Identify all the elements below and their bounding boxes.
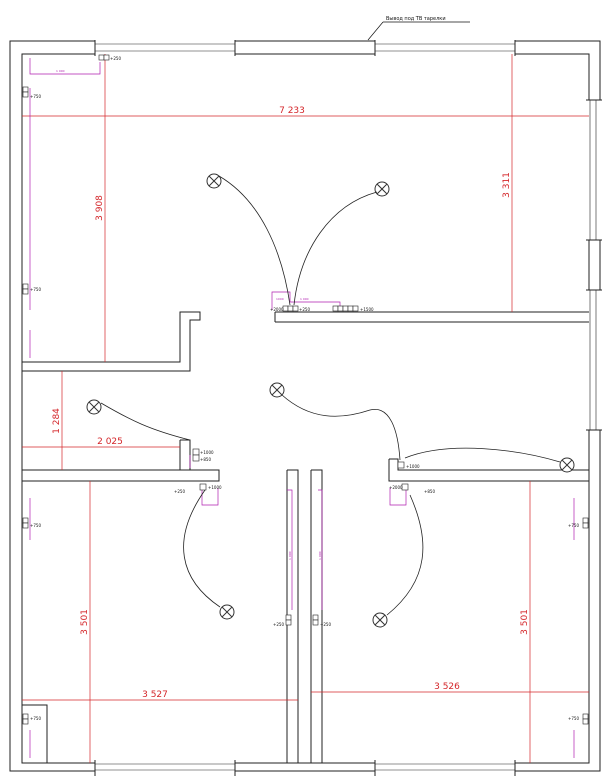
header-leader: Вывод под ТВ тарелки: [367, 16, 470, 41]
socket-block: [582, 713, 589, 725]
switch-box: [401, 483, 409, 491]
dim-height-left-upper: 3 908: [95, 195, 105, 221]
windows: [94, 40, 602, 776]
socket-block: [22, 283, 29, 295]
wiring-labels: 1 000 1000 1 000 1 000 1 000: [56, 69, 322, 560]
socket-symbols: [22, 54, 589, 725]
dim-width-lower-left: 3 527: [142, 690, 168, 700]
outlet-label: +250: [273, 622, 284, 627]
dim-corridor-width: 2 025: [97, 437, 123, 447]
outlet-label: +1000: [208, 485, 222, 490]
dim-width-total: 7 233: [279, 106, 305, 116]
ceiling-light: [206, 173, 222, 189]
switch-box: [397, 461, 405, 469]
outlet-label: +1000: [406, 464, 420, 469]
ceiling-light: [372, 612, 388, 628]
dim-height-lower-right: 3 501: [520, 609, 530, 635]
wire-label-door-a: 1 000: [288, 551, 292, 560]
wire-label-door-b: 1 000: [318, 551, 322, 560]
outlet-labels: +250 +750 +750 +750 +750 +750 +750 +2000…: [30, 56, 579, 721]
socket-block: [22, 713, 29, 725]
outlet-label: +750: [30, 523, 41, 528]
dim-height-lower-left: 3 501: [80, 609, 90, 635]
outlet-label: +1500: [360, 307, 374, 312]
header-note: Вывод под ТВ тарелки: [386, 16, 446, 22]
outlet-label: +750: [568, 523, 579, 528]
ceiling-light: [269, 382, 285, 398]
socket-block: [22, 86, 29, 98]
outlet-label: +750: [30, 287, 41, 292]
dim-width-lower-right: 3 526: [434, 682, 460, 692]
outlet-label: +850: [200, 457, 211, 462]
interior-walls: [21, 311, 589, 764]
light-wiring: [100, 175, 561, 616]
socket-block: [22, 517, 29, 529]
light-fixtures: [86, 173, 575, 628]
wiring: [29, 58, 575, 758]
dim-height-right-upper: 3 311: [502, 172, 512, 198]
wire-label-center-a: 1000: [276, 297, 284, 301]
socket-block: [582, 517, 589, 529]
dim-corridor-height: 1 284: [52, 408, 62, 434]
outlet-label: +1000: [200, 450, 214, 455]
socket-block: [332, 305, 359, 312]
ceiling-light: [374, 181, 390, 197]
dimension-lines: [22, 54, 589, 763]
ceiling-light: [86, 399, 102, 415]
socket-block: [285, 614, 292, 626]
dimension-labels: 7 233 3 908 3 311 1 284 2 025 3 501 3 50…: [52, 106, 530, 700]
outlet-label: +750: [30, 94, 41, 99]
outlet-label: +250: [320, 622, 331, 627]
switch-box: [199, 483, 207, 491]
wire-label-center-b: 1 000: [300, 297, 309, 301]
outlet-label: +850: [424, 489, 435, 494]
outlet-label: +750: [30, 716, 41, 721]
ceiling-light: [219, 604, 235, 620]
outlet-label: +2000: [389, 485, 403, 490]
outlet-label: +2000: [270, 307, 284, 312]
socket-block: [98, 54, 110, 61]
switch-box: [192, 448, 200, 462]
outlet-label: +750: [568, 716, 579, 721]
outlet-label: +250: [110, 56, 121, 61]
socket-block: [312, 614, 319, 626]
ceiling-light: [559, 457, 575, 473]
outlet-label: +250: [299, 307, 310, 312]
outlet-label: +250: [174, 489, 185, 494]
wire-label-top-left: 1 000: [56, 69, 65, 73]
socket-block: [282, 305, 299, 312]
